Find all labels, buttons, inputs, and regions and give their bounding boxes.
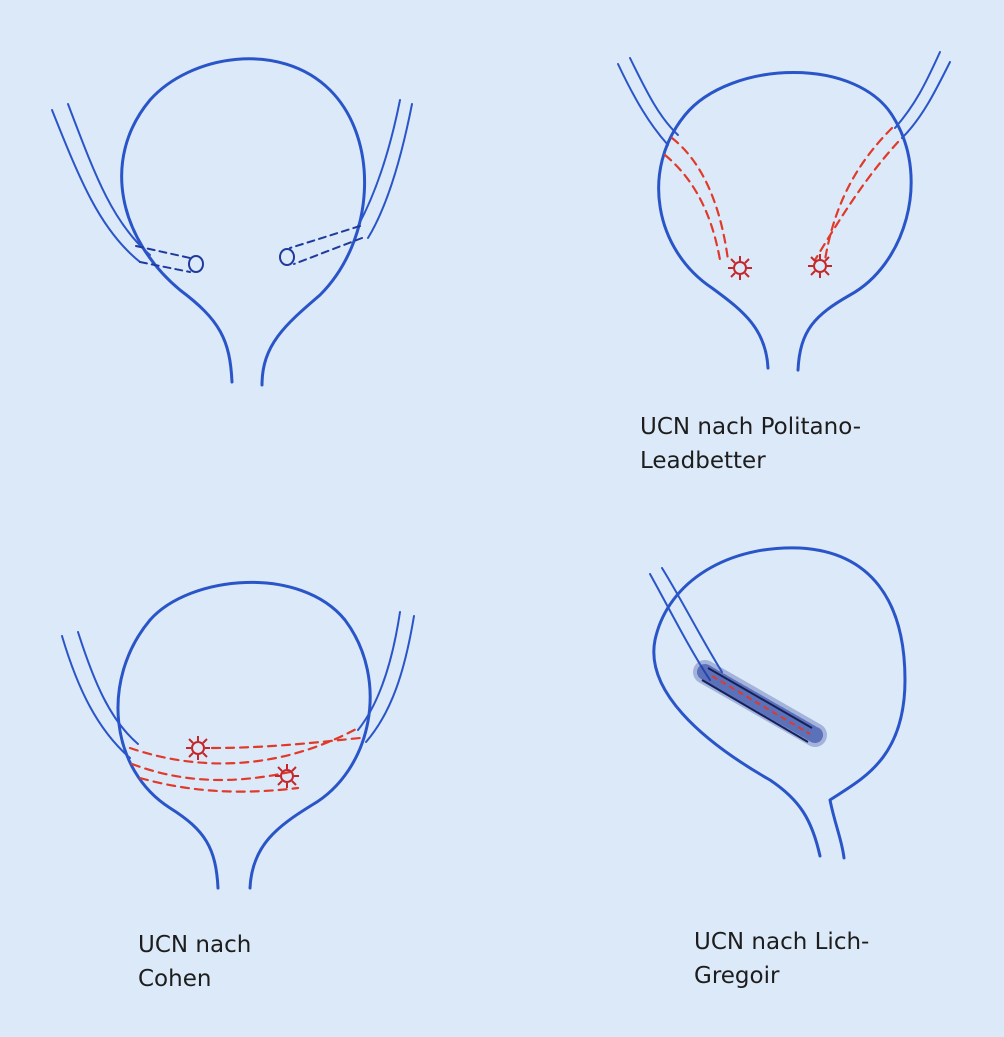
panel-lich-gregoir [649,546,907,860]
right-ureter [894,51,951,139]
caption-line: UCN nach Lich- [694,929,870,955]
panel-politano-leadbetter [617,51,951,372]
left-neo-orifice [727,255,753,281]
right-neo-orifice [274,763,300,789]
caption-lich-gregoir: UCN nach Lich- Gregoir [694,925,869,993]
left-ureter [617,57,679,146]
panel-cohen [61,581,415,890]
right-ureter [357,611,415,743]
left-ureter [61,631,139,759]
right-neo-tunnel [813,126,900,262]
caption-politano-leadbetter: UCN nach Politano- Leadbetter [640,410,861,478]
panel-normal-bladder [51,57,413,387]
cross-trigonal-tunnel-upper [128,726,362,765]
right-ureter [357,99,413,239]
left-submucosal-tunnel [135,245,191,273]
left-ureteral-orifice [188,255,204,273]
bladder-outline [657,71,913,372]
bladder-outline [120,57,366,387]
left-neo-orifice [185,735,211,761]
caption-cohen: UCN nach Cohen [138,928,251,996]
bladder-outline [652,546,907,860]
caption-line: Gregoir [694,963,780,989]
caption-line: Leadbetter [640,448,766,474]
left-ureter [51,103,151,263]
right-neo-orifice [807,253,833,279]
cross-trigonal-tunnel-lower [130,762,300,793]
caption-line: Cohen [138,966,212,992]
bladder-outline [116,581,372,890]
caption-line: UCN nach [138,932,252,958]
right-ureteral-orifice [279,248,295,266]
extravesical-detrusor-tunnel [693,660,827,747]
right-submucosal-tunnel [289,225,363,265]
caption-line: UCN nach Politano- [640,414,862,440]
left-neo-tunnel [663,136,730,262]
